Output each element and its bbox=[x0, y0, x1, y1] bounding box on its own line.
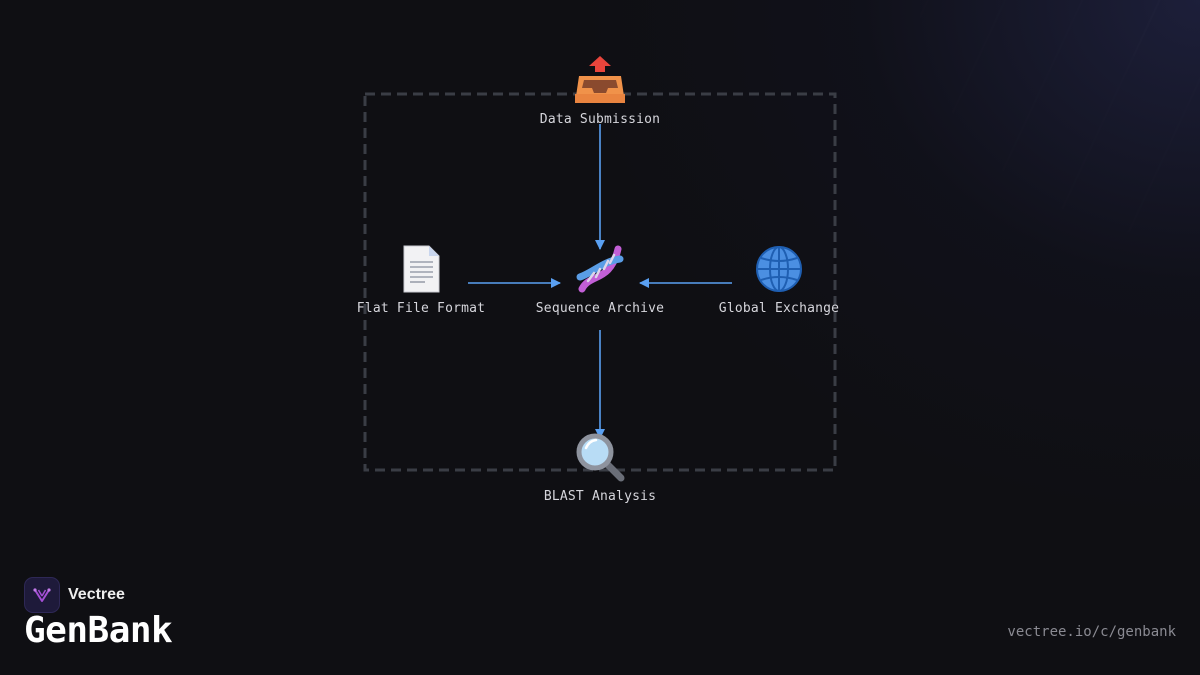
source-url: vectree.io/c/genbank bbox=[1007, 624, 1176, 640]
brand: Vectree bbox=[24, 577, 125, 613]
group-frame bbox=[363, 92, 837, 472]
node-label: Data Submission bbox=[539, 112, 661, 127]
node-label: Flat File Format bbox=[356, 301, 486, 316]
node-global-exchange: Global Exchange bbox=[679, 243, 879, 316]
dna-icon bbox=[576, 245, 624, 293]
node-label: Global Exchange bbox=[718, 301, 840, 316]
node-label: Sequence Archive bbox=[535, 301, 665, 316]
magnifying-glass-icon bbox=[576, 433, 625, 482]
inbox-tray-icon bbox=[575, 56, 625, 103]
node-label: BLAST Analysis bbox=[543, 489, 657, 504]
brand-name: Vectree bbox=[68, 586, 125, 603]
node-flat-file-format: Flat File Format bbox=[321, 243, 521, 316]
vectree-logo-icon bbox=[24, 577, 60, 613]
page-title: GenBank bbox=[24, 610, 173, 651]
globe-icon bbox=[756, 246, 802, 292]
node-sequence-archive: Sequence Archive bbox=[500, 243, 700, 316]
node-data-submission: Data Submission bbox=[500, 54, 700, 127]
node-blast-analysis: BLAST Analysis bbox=[500, 431, 700, 504]
document-icon bbox=[403, 245, 440, 293]
